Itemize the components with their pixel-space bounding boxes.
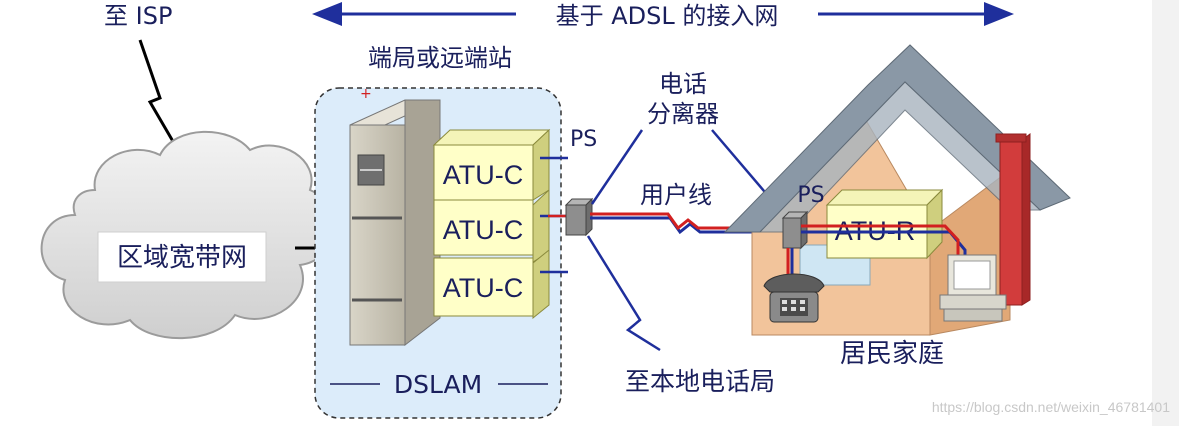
subscriber-line xyxy=(590,212,790,235)
to-local-exchange-label: 至本地电话局 xyxy=(625,367,775,396)
home-label: 居民家庭 xyxy=(840,339,944,369)
access-network-span: 基于 ADSL 的接入网 xyxy=(312,2,1014,30)
dslam-label-group: DSLAM xyxy=(330,370,548,399)
regional-broadband-label: 区域宽带网 xyxy=(117,243,247,273)
splitter-label-line1: 电话 xyxy=(659,70,707,98)
central-office-label: 端局或远端站 xyxy=(368,44,512,72)
to-isp-label: 至 ISP xyxy=(104,2,172,30)
access-network-label: 基于 ADSL 的接入网 xyxy=(556,2,779,30)
computer-icon xyxy=(939,254,1007,322)
server-rack-icon xyxy=(349,99,441,347)
watermark-text: https://blog.csdn.net/weixin_46781401 xyxy=(932,399,1170,415)
atu-c-label: ATU-C xyxy=(443,215,524,245)
atu-c-card: ATU-C xyxy=(433,248,550,320)
splitter-pointer-office xyxy=(590,129,644,205)
lightning-icon xyxy=(586,235,661,352)
atu-c-label: ATU-C xyxy=(443,160,524,190)
edge-strip xyxy=(1152,0,1179,426)
splitter-box-office xyxy=(564,197,594,237)
cloud-icon xyxy=(40,130,335,340)
atu-r-card: ATU-R xyxy=(825,188,944,260)
chimney-icon xyxy=(995,133,1031,306)
lightning-icon xyxy=(138,39,180,151)
atu-c-card: ATU-C xyxy=(433,188,550,263)
marker-plus: + xyxy=(360,86,372,102)
splitter-box-home xyxy=(781,210,809,250)
telephone-icon xyxy=(763,273,825,323)
ps-office-label: PS xyxy=(570,127,597,152)
splitter-label-line2: 分离器 xyxy=(647,100,719,128)
ps-home-label: PS xyxy=(797,183,824,208)
dslam-label: DSLAM xyxy=(394,370,482,399)
atu-c-label: ATU-C xyxy=(443,273,524,303)
atu-c-card: ATU-C xyxy=(432,128,551,201)
subscriber-line-label: 用户线 xyxy=(640,181,712,209)
